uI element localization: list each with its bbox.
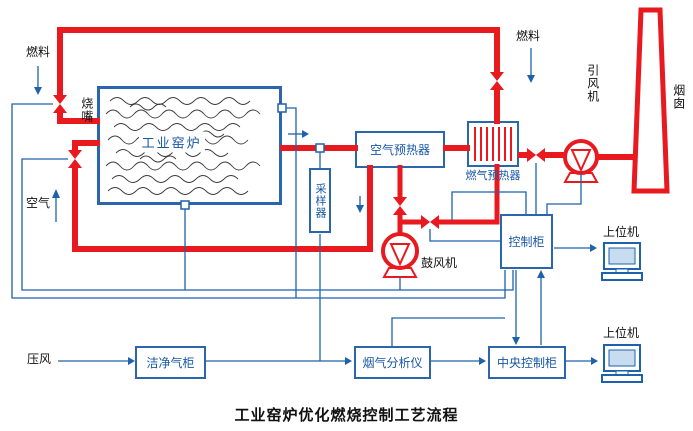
kiln-box: 工业窑炉 [97,86,282,205]
control-cabinet-box: 控制柜 [500,214,553,269]
valve-icon-flue [527,148,545,162]
central-control-cabinet-box: 中央控制柜 [488,346,566,379]
control-cabinet-label: 控制柜 [508,235,545,249]
flow-arrow-down [356,196,364,213]
air-arrow [52,189,60,222]
valve-icon-blower-outlet [393,197,407,215]
clean-gas-cabinet-label: 洁净气柜 [146,356,195,370]
computer-icon-bottom [601,344,643,383]
host-computer-bottom-label: 上位机 [603,326,640,340]
blower-label: 鼓风机 [421,256,458,270]
chimney-shape [631,7,670,194]
fuel-right-arrow [527,48,535,83]
flue-gas-analyzer-label: 烟气分析仪 [362,356,423,370]
air-preheater-label: 空气预热器 [369,143,430,157]
sampler-label: 采样器 [314,182,326,219]
kiln-label: 工业窑炉 [138,131,205,153]
induced-fan-label: 引风机 [585,64,600,103]
central-control-cabinet-label: 中央控制柜 [496,356,557,370]
flow-arrow-flue [288,130,309,138]
valve-icon-air [68,150,82,168]
diagram-title: 工业窑炉优化燃烧控制工艺流程 [234,407,459,424]
air-label: 空气 [26,196,51,210]
gas-preheater-exchanger [467,121,519,167]
blower-fan-icon [381,232,419,278]
clean-gas-cabinet-box: 洁净气柜 [135,346,206,379]
burner-label: 烧嘴 [79,97,94,123]
valve-icon-branch [421,215,439,229]
sampler-box: 采样器 [309,168,331,233]
induced-draft-fan-icon [563,139,599,183]
valve-icon-fuel-right [490,72,504,90]
valve-icon-fuel-left [53,95,67,113]
host-computer-top-label: 上位机 [603,225,640,239]
chimney-label: 烟囱 [671,84,686,110]
air-preheater-box: 空气预热器 [355,131,445,168]
fuel-left-arrow [34,66,42,95]
computer-icon-top [601,242,643,281]
fuel-left-label: 燃料 [26,45,51,59]
compressed-air-label: 压风 [27,352,52,366]
flue-gas-analyzer-box: 烟气分析仪 [354,346,431,379]
gas-preheater-label: 燃气预热器 [465,170,521,182]
fuel-right-label: 燃料 [516,29,541,43]
